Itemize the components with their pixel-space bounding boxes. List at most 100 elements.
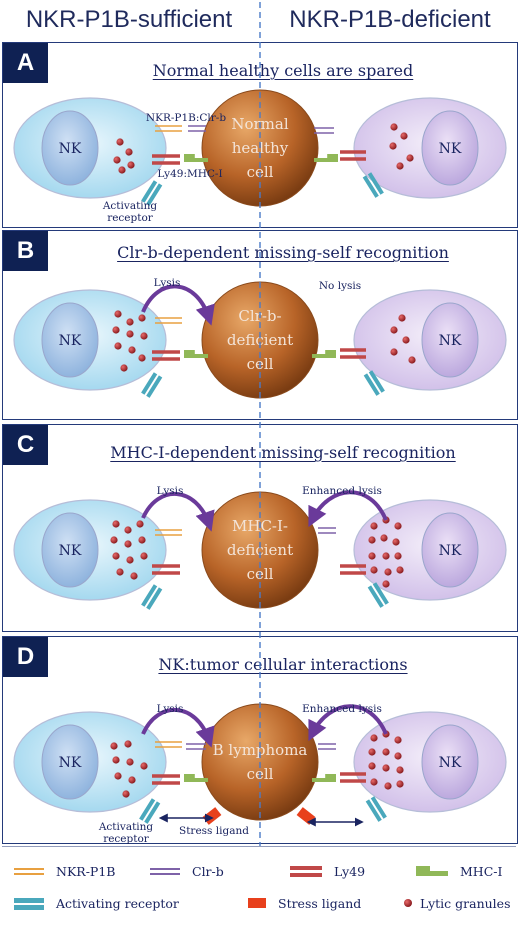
legend-label: Ly49 bbox=[334, 864, 365, 879]
lysis-arrow bbox=[141, 284, 215, 326]
panel-title: NK:tumor cellular interactions bbox=[158, 655, 408, 674]
label: Ly49:MHC-I bbox=[157, 168, 222, 180]
panel-letter: B bbox=[3, 231, 48, 271]
panel-letter: C bbox=[3, 425, 48, 465]
lytic-granule bbox=[368, 536, 376, 544]
lytic-granule bbox=[126, 758, 134, 766]
legend-label: Clr-b bbox=[192, 864, 224, 879]
nucleus bbox=[421, 110, 479, 186]
lytic-granule bbox=[389, 142, 397, 150]
activating-receptor bbox=[141, 584, 163, 610]
lytic-granule bbox=[394, 522, 402, 530]
lytic-granule bbox=[124, 740, 132, 748]
stress-ligand bbox=[202, 807, 222, 825]
lytic-granule bbox=[114, 310, 122, 318]
activating-receptor bbox=[363, 370, 385, 396]
lytic-granule bbox=[384, 568, 392, 576]
legend-clrb: Clr-b bbox=[150, 864, 224, 879]
panel-title: MHC-I-dependent missing-self recognition bbox=[110, 443, 456, 462]
lytic-granule bbox=[140, 552, 148, 560]
lytic-granule bbox=[406, 154, 414, 162]
legend-label: MHC-I bbox=[460, 864, 502, 879]
label: receptor bbox=[107, 212, 154, 224]
label: Stress ligand bbox=[179, 825, 249, 837]
lytic-granule bbox=[124, 526, 132, 534]
lysis-arrow bbox=[308, 704, 388, 742]
lytic-granule bbox=[402, 336, 410, 344]
lytic-granule bbox=[125, 148, 133, 156]
label: No lysis bbox=[319, 280, 361, 292]
lytic-granule bbox=[396, 566, 404, 574]
lytic-granule bbox=[392, 538, 400, 546]
lytic-granule bbox=[382, 764, 390, 772]
lytic-granule bbox=[368, 748, 376, 756]
lytic-granule bbox=[126, 556, 134, 564]
stress-ligand bbox=[296, 807, 316, 825]
lytic-granule bbox=[113, 156, 121, 164]
legend: NKR-P1B Clr-b Ly49 MHC-I Activating rece… bbox=[2, 846, 516, 911]
lytic-granule bbox=[124, 540, 132, 548]
nucleus bbox=[41, 302, 99, 378]
target-cell-label: deficient bbox=[227, 541, 293, 559]
lytic-granule bbox=[396, 766, 404, 774]
lytic-granule bbox=[384, 782, 392, 790]
legend-stress: Stress ligand bbox=[248, 896, 361, 911]
activating-receptor bbox=[362, 172, 384, 198]
label: Activating bbox=[98, 821, 154, 833]
lytic-granule bbox=[394, 552, 402, 560]
legend-granules: Lytic granules bbox=[404, 896, 510, 911]
lytic-granule bbox=[130, 572, 138, 580]
lytic-granule bbox=[122, 790, 130, 798]
panel-letter: D bbox=[3, 637, 48, 677]
lytic-granule bbox=[118, 166, 126, 174]
nk-cell: NK bbox=[13, 499, 167, 601]
legend-mhc: MHC-I bbox=[416, 864, 502, 879]
nk-label: NK bbox=[59, 543, 82, 559]
target-cell-label: deficient bbox=[227, 331, 293, 349]
activating-receptor bbox=[141, 372, 163, 398]
lytic-granule bbox=[370, 734, 378, 742]
nucleus bbox=[421, 724, 479, 800]
lytic-granule bbox=[112, 326, 120, 334]
panel-letter: A bbox=[3, 43, 48, 83]
nk-cell: NK bbox=[353, 289, 507, 391]
lytic-granule bbox=[128, 346, 136, 354]
label: Lysis bbox=[154, 277, 181, 289]
label: Lysis bbox=[157, 703, 184, 715]
lysis-arrow bbox=[141, 707, 215, 748]
label: Enhanced lysis bbox=[302, 703, 382, 715]
lytic-granule bbox=[380, 534, 388, 542]
nk-label: NK bbox=[439, 141, 462, 157]
mhc-i bbox=[184, 158, 208, 162]
lytic-granule bbox=[382, 748, 390, 756]
mhc-i bbox=[184, 774, 195, 778]
lytic-granule bbox=[390, 348, 398, 356]
mhc-i bbox=[312, 778, 336, 782]
lytic-granule bbox=[394, 752, 402, 760]
lytic-granule bbox=[140, 332, 148, 340]
lytic-granule bbox=[114, 342, 122, 350]
nk-label: NK bbox=[439, 755, 462, 771]
legend-label: Activating receptor bbox=[55, 896, 179, 911]
legend-nkrp1b: NKR-P1B bbox=[14, 864, 115, 879]
lytic-granule bbox=[112, 552, 120, 560]
mhc-i bbox=[184, 778, 208, 782]
lytic-granule bbox=[368, 762, 376, 770]
lytic-granule bbox=[370, 566, 378, 574]
activating-receptor bbox=[141, 180, 163, 206]
column-heading-deficient: NKR-P1B-deficient bbox=[289, 6, 491, 33]
label: Lysis bbox=[157, 485, 184, 497]
legend-ly49: Ly49 bbox=[290, 864, 365, 879]
lytic-granule bbox=[136, 520, 144, 528]
nk-cell: NK bbox=[353, 499, 507, 601]
stress-swatch bbox=[248, 898, 266, 908]
mhc-i bbox=[325, 774, 336, 778]
lytic-granule bbox=[408, 356, 416, 364]
lytic-granule bbox=[370, 778, 378, 786]
mhc-i bbox=[312, 354, 336, 358]
nk-label: NK bbox=[59, 333, 82, 349]
lytic-granule bbox=[396, 780, 404, 788]
nucleus bbox=[41, 724, 99, 800]
mhc-i bbox=[325, 350, 336, 354]
